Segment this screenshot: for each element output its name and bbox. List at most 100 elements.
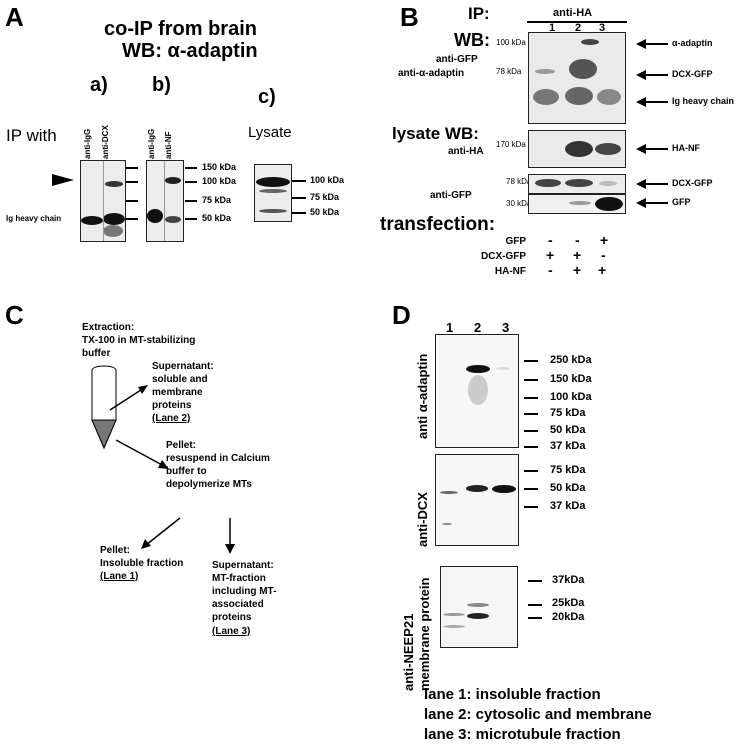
sup1-line2: membrane: [152, 387, 203, 398]
gfp-marker-30: 30 kDa: [506, 199, 532, 208]
extraction-title: Extraction:: [82, 322, 135, 333]
marker-ab-75: 75 kDa: [202, 195, 232, 205]
d1-marker-250: 250 kDa: [550, 354, 592, 366]
sup2-line2: including MT-: [212, 586, 277, 597]
sign-hanf-1: -: [548, 262, 553, 278]
wb-target-ig: Ig heavy chain: [672, 96, 735, 106]
d2-marker-50: 50 kDa: [550, 482, 586, 494]
panel-a-title-1: co-IP from brain: [104, 18, 257, 40]
marker-ab-100: 100 kDa: [202, 176, 237, 186]
pellet1-line3: depolymerize MTs: [166, 479, 252, 490]
lane-b-2: 2: [575, 22, 582, 34]
wb-label: WB:: [454, 30, 490, 50]
marker-ab-50: 50 kDa: [202, 213, 232, 223]
panel-a-letter: A: [5, 2, 24, 32]
gfp-marker-78: 78 kDa: [506, 177, 532, 186]
blot1-label: anti α-adaptin: [415, 353, 430, 439]
sign-gfp-2: -: [575, 232, 580, 248]
arrow-left-icon: [636, 179, 646, 189]
lane-a2-label: anti-DCX: [101, 125, 110, 159]
ip-label: IP:: [468, 4, 490, 23]
arrow-left-icon: [636, 70, 646, 80]
panel-a-sub-c: c): [258, 86, 276, 108]
panel-b-letter: B: [400, 2, 419, 32]
blot-b: [146, 160, 184, 242]
lysate-wb-label: lysate WB:: [392, 124, 479, 143]
blot2-label: anti-DCX: [415, 492, 430, 547]
marker-c-50: 50 kDa: [310, 207, 340, 217]
d1-marker-50: 50 kDa: [550, 424, 586, 436]
pellet2-lane: (Lane 1): [100, 571, 139, 582]
d2-marker-75: 75 kDa: [550, 464, 586, 476]
panel-d-letter: D: [392, 300, 411, 330]
d1-marker-100: 100 kDa: [550, 391, 592, 403]
sup1-line3: proteins: [152, 400, 192, 411]
lane-d-2: 2: [474, 320, 482, 335]
sup2-line3: associated: [212, 599, 264, 610]
transfection-row-dcx: DCX-GFP: [481, 251, 526, 262]
lysate-label: Lysate: [248, 124, 292, 141]
arrowhead-icon: [52, 174, 74, 186]
wb-marker-100: 100 kDa: [496, 38, 526, 47]
d3-marker-20: 20kDa: [552, 611, 585, 623]
lane-a1-label: anti-IgG: [83, 128, 92, 159]
sign-gfp-1: -: [548, 232, 553, 248]
blot-b-wb: [528, 32, 626, 124]
sup1-line1: soluble and: [152, 374, 208, 385]
ha-marker: 170 kDa: [496, 140, 526, 149]
extraction-detail-1: TX-100 in MT-stabilizing: [82, 335, 196, 346]
pellet2-title: Pellet:: [100, 545, 131, 556]
lane-b2-label: anti-NF: [164, 131, 173, 159]
blot-c: [254, 164, 292, 222]
lane-d-3: 3: [502, 320, 510, 335]
transfection-label: transfection:: [380, 214, 496, 235]
wb-target-dcx-gfp: DCX-GFP: [672, 69, 713, 79]
sup1-lane: (Lane 2): [152, 413, 191, 424]
pellet1-line1: resuspend in Calcium: [166, 453, 270, 464]
blot-b-ha: [528, 130, 626, 168]
lane-b-1: 1: [549, 22, 556, 34]
panel-c-letter: C: [5, 300, 24, 330]
transfection-row-hanf: HA-NF: [494, 266, 526, 277]
arrow-left-icon: [636, 97, 646, 107]
sign-dcx-2: +: [573, 247, 582, 263]
sup2-title: Supernatant:: [212, 560, 274, 571]
d1-marker-150: 150 kDa: [550, 373, 592, 385]
gfp-target-gfp: GFP: [672, 197, 691, 207]
d3-marker-25: 25kDa: [552, 597, 585, 609]
arrow-left-icon: [636, 198, 646, 208]
arrow-left-icon: [636, 39, 646, 49]
sup2-lane: (Lane 3): [212, 626, 251, 637]
legend-lane-2: lane 2: cytosolic and membrane: [424, 706, 652, 723]
transfection-row-gfp: GFP: [505, 236, 526, 247]
d1-marker-37: 37 kDa: [550, 440, 586, 452]
d2-marker-37: 37 kDa: [550, 500, 586, 512]
marker-c-100: 100 kDa: [310, 175, 345, 185]
blot-a: [80, 160, 126, 242]
marker-ab-150: 150 kDa: [202, 162, 237, 172]
sign-hanf-2: +: [573, 262, 582, 278]
anti-gfp-lysate-label: anti-GFP: [430, 190, 472, 201]
panel-a-sub-b: b): [152, 74, 171, 96]
ha-target: HA-NF: [672, 143, 700, 153]
ip-antibody: anti-HA: [553, 7, 593, 19]
arrow-left-icon: [636, 144, 646, 154]
wb-target-adaptin: α-adaptin: [672, 38, 713, 48]
marker-c-75: 75 kDa: [310, 192, 340, 202]
d3-marker-37: 37kDa: [552, 574, 585, 586]
panel-a-title-2: WB: α-adaptin: [122, 40, 258, 62]
sign-gfp-3: +: [600, 232, 609, 248]
blot3-label-2: membrane protein: [417, 577, 432, 691]
sign-dcx-1: +: [546, 247, 555, 263]
wb-marker-78: 78 kDa: [496, 67, 522, 76]
blot-d2: [435, 454, 519, 546]
lane-b-3: 3: [599, 22, 606, 34]
sign-hanf-3: +: [598, 262, 607, 278]
blot-b-gfp-bottom: [528, 194, 626, 214]
lane-b1-label: anti-IgG: [147, 128, 156, 159]
fractionation-diagram: [91, 365, 235, 554]
sup2-line4: proteins: [212, 612, 252, 623]
wb-anti-gfp: anti-GFP: [436, 54, 478, 65]
ig-heavy-chain-label: Ig heavy chain: [6, 214, 62, 223]
lane-d-1: 1: [446, 320, 454, 335]
